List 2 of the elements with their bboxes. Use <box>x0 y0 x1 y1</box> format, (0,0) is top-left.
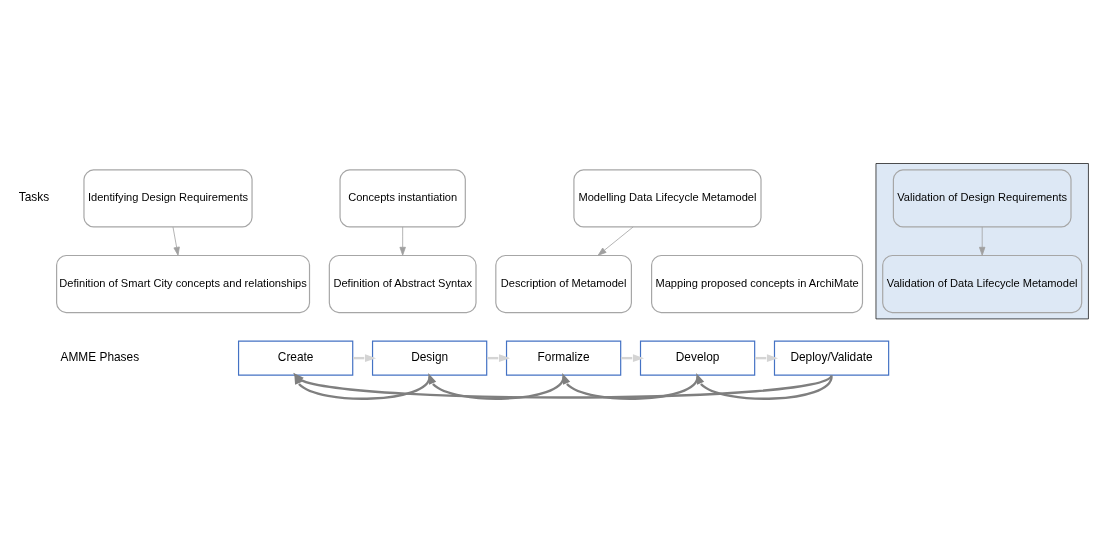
label: Tasks <box>18 190 50 205</box>
label: AMME Phases <box>60 349 140 364</box>
